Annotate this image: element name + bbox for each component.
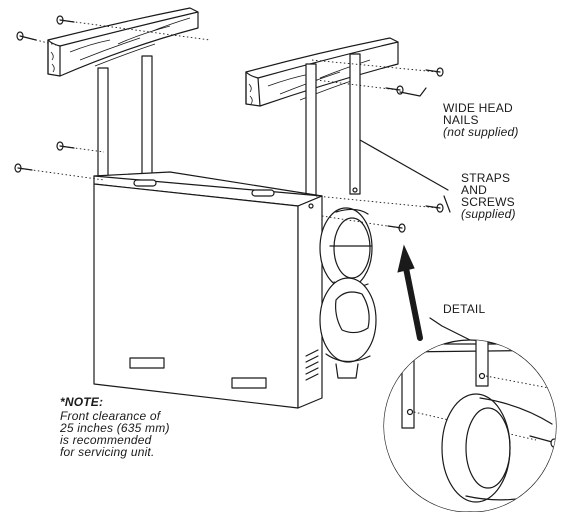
note-line-4: for servicing unit. bbox=[60, 445, 155, 459]
straps-label-line2: AND bbox=[461, 183, 487, 197]
note-title: *NOTE: bbox=[60, 395, 104, 409]
note-line-2: 25 inches (635 mm) bbox=[60, 421, 170, 435]
detail-callout bbox=[383, 339, 557, 512]
nail-left-4 bbox=[14, 163, 105, 181]
nail-right-1 bbox=[311, 59, 444, 77]
detail-leader bbox=[429, 317, 471, 341]
left-joist bbox=[47, 7, 199, 77]
straps-label-line1: STRAPS bbox=[461, 171, 511, 185]
straps-note: (supplied) bbox=[461, 207, 516, 221]
strap-screw-1 bbox=[315, 195, 444, 213]
nails-label-line1: WIDE HEAD bbox=[443, 101, 513, 115]
straps-leader bbox=[359, 139, 449, 191]
ventilator-unit bbox=[93, 171, 358, 409]
nails-leader bbox=[399, 87, 427, 97]
right-joist bbox=[245, 37, 399, 107]
nails-note: (not supplied) bbox=[443, 125, 519, 139]
straps-leader-2 bbox=[443, 195, 451, 213]
nail-left-2 bbox=[16, 31, 61, 47]
nails-label-line2: NAILS bbox=[443, 113, 479, 127]
detail-label: DETAIL bbox=[443, 302, 486, 316]
detail-arrow bbox=[397, 244, 423, 341]
note-line-1: Front clearance of bbox=[60, 409, 161, 423]
nail-left-3 bbox=[56, 141, 105, 153]
strap-screw-2 bbox=[321, 215, 406, 233]
straps-label-line3: SCREWS bbox=[461, 195, 515, 209]
nail-top-left bbox=[56, 15, 211, 41]
upper-duct-collar bbox=[319, 207, 373, 289]
lower-duct-collar bbox=[319, 277, 377, 379]
note-line-3: is recommended bbox=[60, 433, 152, 447]
